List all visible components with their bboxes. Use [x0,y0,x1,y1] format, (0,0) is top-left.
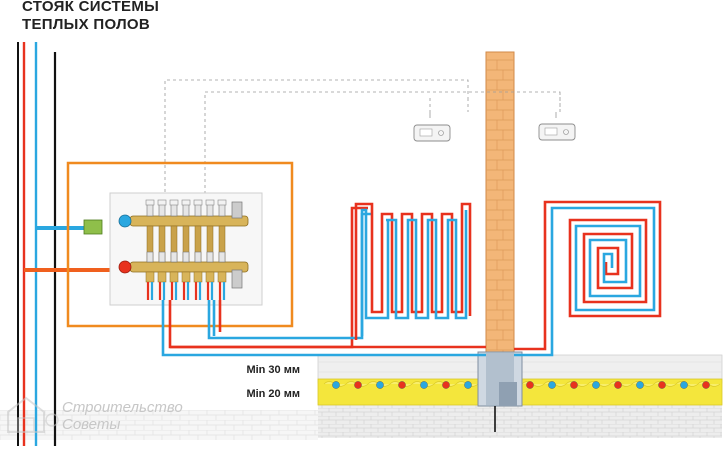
wall-column [485,51,515,407]
floor-slab-left [0,410,318,440]
manifold-cabinet [66,161,294,328]
floor-pipe-dot [376,381,384,389]
thermostat-icon [538,123,576,141]
feed-return-right [514,206,566,357]
floor-pipe-dot [658,381,666,389]
diagram-title-line-1: СТОЯК СИСТЕМЫ [22,0,160,15]
floor-pipe-dot [570,381,578,389]
sleeve-plug [499,382,517,406]
feed-return-left [161,300,486,357]
thermostat-icon [413,124,451,142]
floor-pipe-dot [636,381,644,389]
manifold-outlets [146,282,226,300]
floor-pipe-dot [398,381,406,389]
control-wire-2 [204,91,561,212]
floor-pipe-dot [680,381,688,389]
feed-supply-right [514,200,560,351]
serpentine-loop-return [360,208,468,336]
floor-pipe-dot [442,381,450,389]
spiral-loop-supply [560,200,662,318]
floor-pipe-dot [592,381,600,389]
floor-pipe-dot [420,381,428,389]
floor-slab [318,404,722,438]
manifold-icon [83,199,249,289]
floor-pipe-dot [614,381,622,389]
watermark-line-2: Советы [62,416,121,433]
watermark-line-1: Строительство [62,399,183,416]
wall-column-bricks [486,59,514,360]
diagram-title-line-2: ТЕПЛЫХ ПОЛОВ [22,16,151,33]
serpentine-loop-supply [354,202,472,340]
logo-icon [7,396,59,433]
floor-pipe-dot [332,381,340,389]
floor-pipe-dot [354,381,362,389]
thermostat-leads [429,112,557,118]
screed-thickness-label: Min 30 мм [246,364,300,376]
floor-pipe-sections [332,381,710,389]
control-wire-1 [164,79,469,222]
floor-pipe-dot [464,381,472,389]
floor-pipe-dot [702,381,710,389]
floor-pipe-dot [548,381,556,389]
insulation-thickness-label: Min 20 мм [246,388,300,400]
spiral-loop-return [566,206,656,312]
floor-pipe-dot [526,381,534,389]
